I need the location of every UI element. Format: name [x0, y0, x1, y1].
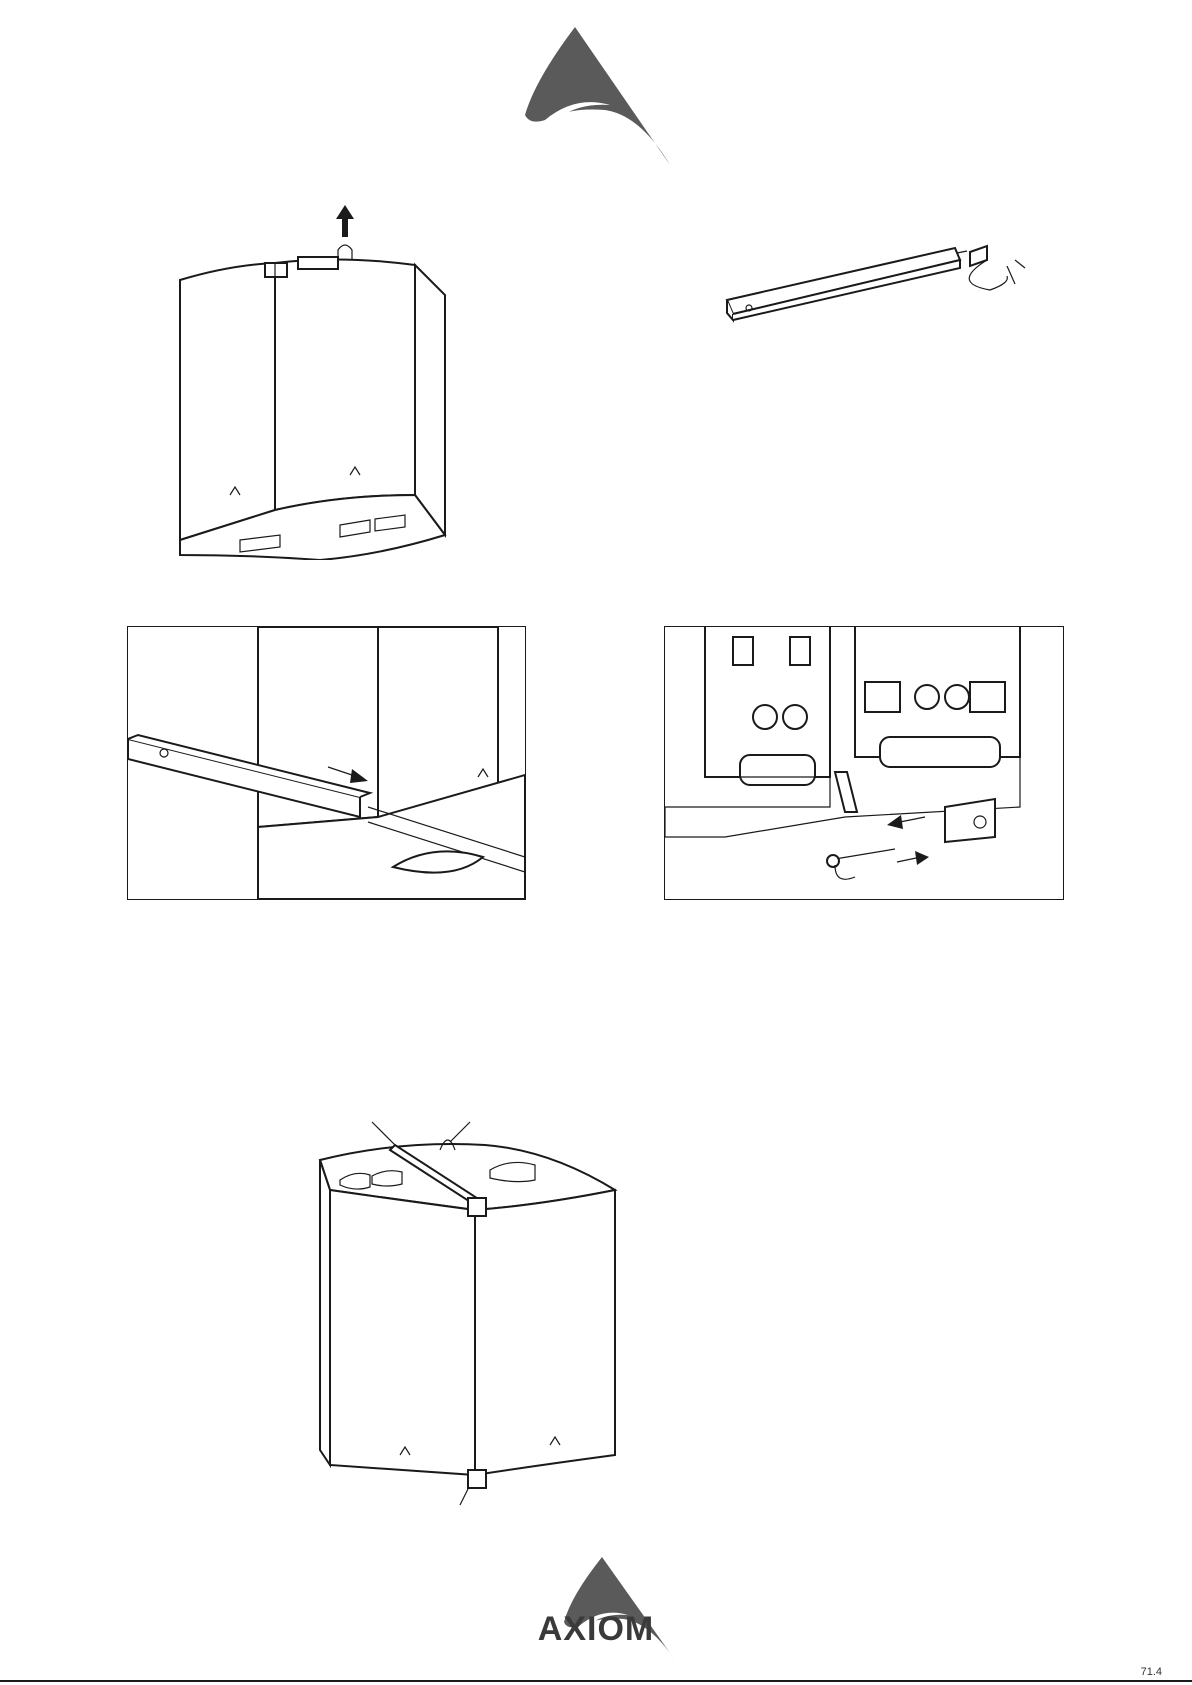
footer-rule: [0, 1680, 1192, 1682]
top-logo-icon: [520, 25, 680, 165]
figure-assembled-array: [300, 1120, 630, 1510]
figure-pin-lock-frame: [664, 626, 1064, 900]
page-number: 71.4: [1141, 1666, 1162, 1678]
figure-rigging-bar: [725, 238, 1035, 328]
figure-bar-insert-frame: [127, 626, 526, 900]
axiom-wordmark: AXIOM: [0, 1610, 1192, 1649]
figure-speaker-lift: [170, 205, 490, 560]
